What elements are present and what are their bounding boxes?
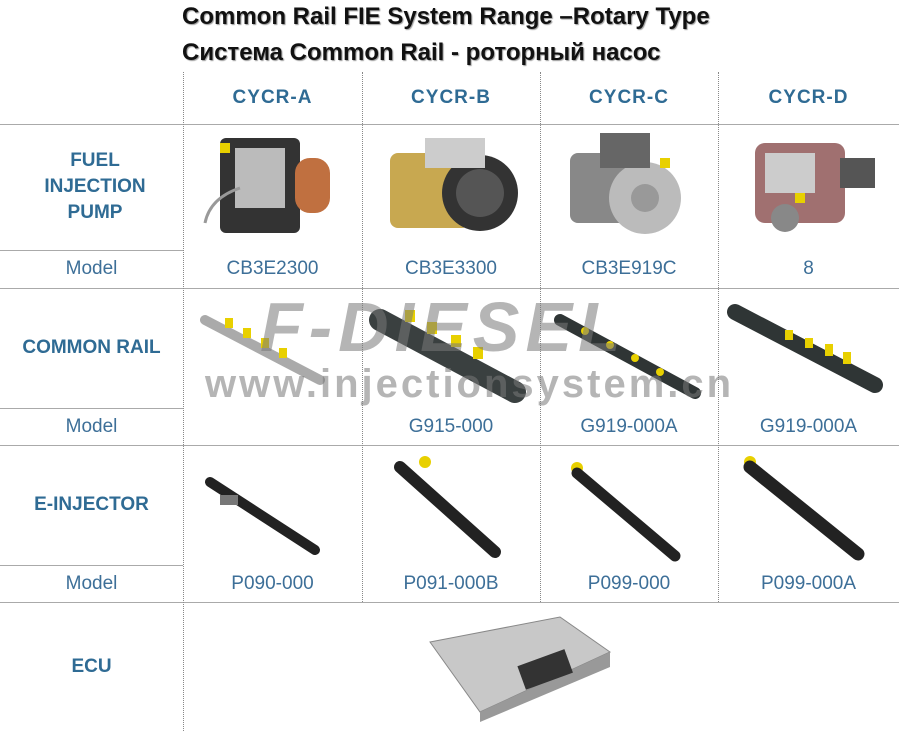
divider [0,250,183,251]
model-value: CB3E919C [581,258,677,279]
model-value: P099-000A [760,572,857,594]
model-label: Model [65,258,118,279]
row-header-injector: E-INJECTOR [34,494,149,515]
divider [0,124,899,125]
injector-image [743,456,865,561]
ecu-image [429,616,611,722]
row-header-ecu: ECU [71,655,112,677]
divider [0,408,183,409]
model-value: G919-000A [759,415,858,437]
pump-image [390,138,518,231]
divider [0,445,899,446]
model-value: G915-000 [408,415,494,437]
title-english: Common Rail FIE System Range –Rotary Typ… [182,3,710,30]
pump-image [755,143,875,232]
rail-image [554,314,701,399]
model-value: CB3E2300 [226,258,319,279]
rail-image [727,304,883,393]
model-value: P090-000 [231,572,314,594]
model-value: CB3E3300 [405,258,497,279]
divider [718,72,719,602]
injector-image [571,462,681,562]
column-header: CYCR-D [768,87,849,108]
divider [0,602,899,603]
divider [183,72,184,731]
pump-image [570,133,681,234]
injector-image [205,477,320,555]
model-value: P099-000 [587,572,671,594]
row-header-rail: COMMON RAIL [22,337,161,358]
model-label: Model [65,572,118,594]
injector-image [394,456,501,558]
title-russian: Система Common Rail - роторный насос [182,39,661,66]
column-header: CYCR-B [411,87,491,108]
divider [0,288,899,289]
rail-image [369,309,526,403]
model-value: 8 [803,258,814,279]
rail-image [200,315,325,385]
column-header: CYCR-A [232,87,313,108]
row-header-pump: FUEL INJECTION PUMP [44,150,146,223]
model-value: P091-000B [403,572,499,594]
model-label: Model [65,415,118,437]
divider [0,565,183,566]
divider [540,72,541,602]
pump-image [203,138,330,233]
model-value: G919-000A [580,415,678,437]
column-header: CYCR-C [589,87,669,108]
divider [362,72,363,602]
